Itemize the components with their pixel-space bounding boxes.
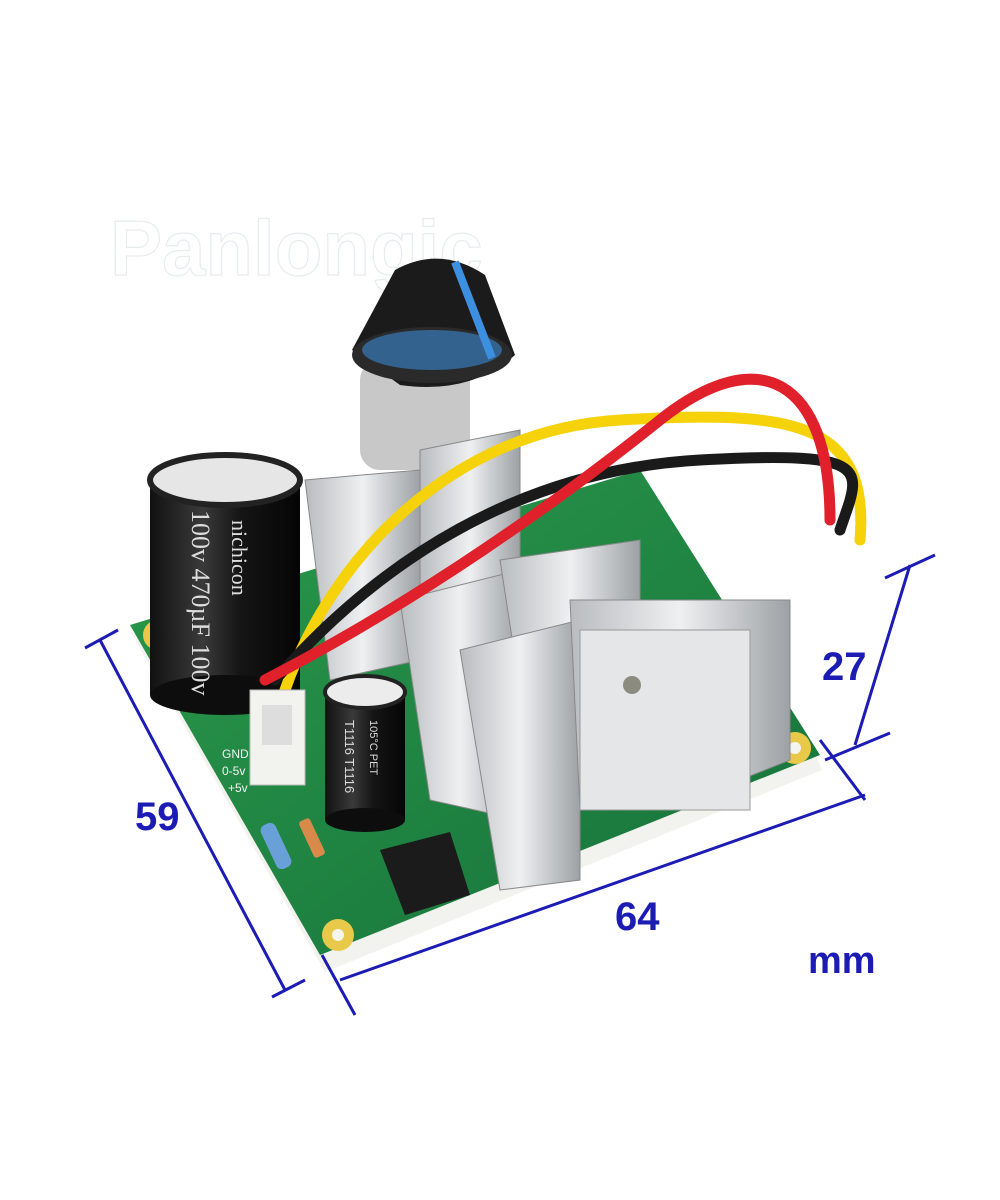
svg-text:105°C PET: 105°C PET bbox=[367, 720, 379, 775]
unit-label: mm bbox=[808, 940, 876, 982]
heatsinks bbox=[304, 429, 791, 891]
width-label: 64 bbox=[615, 895, 660, 939]
depth-label: 59 bbox=[135, 795, 180, 839]
big-cap-text: 100v 470µF 100v bbox=[186, 510, 215, 695]
label-plus5v: +5v bbox=[228, 781, 248, 795]
small-capacitor: T1116 T1116 105°C PET bbox=[323, 674, 407, 832]
svg-text:T1116 T1116: T1116 T1116 bbox=[342, 720, 357, 793]
wire-connector bbox=[249, 689, 306, 786]
label-0-5v: 0-5v bbox=[222, 764, 245, 778]
big-capacitor: 100v 470µF 100v nichicon bbox=[147, 452, 303, 715]
diode bbox=[299, 818, 325, 858]
potentiometer bbox=[360, 360, 470, 470]
knob bbox=[352, 258, 515, 387]
height-label: 27 bbox=[822, 645, 867, 689]
big-cap-brand: nichicon bbox=[227, 520, 252, 596]
resistor bbox=[260, 822, 292, 870]
ic-chip bbox=[380, 832, 470, 915]
screw bbox=[623, 676, 641, 694]
label-gnd: GND bbox=[222, 747, 249, 761]
dimension-lines bbox=[84, 553, 936, 1016]
wires bbox=[259, 373, 867, 696]
